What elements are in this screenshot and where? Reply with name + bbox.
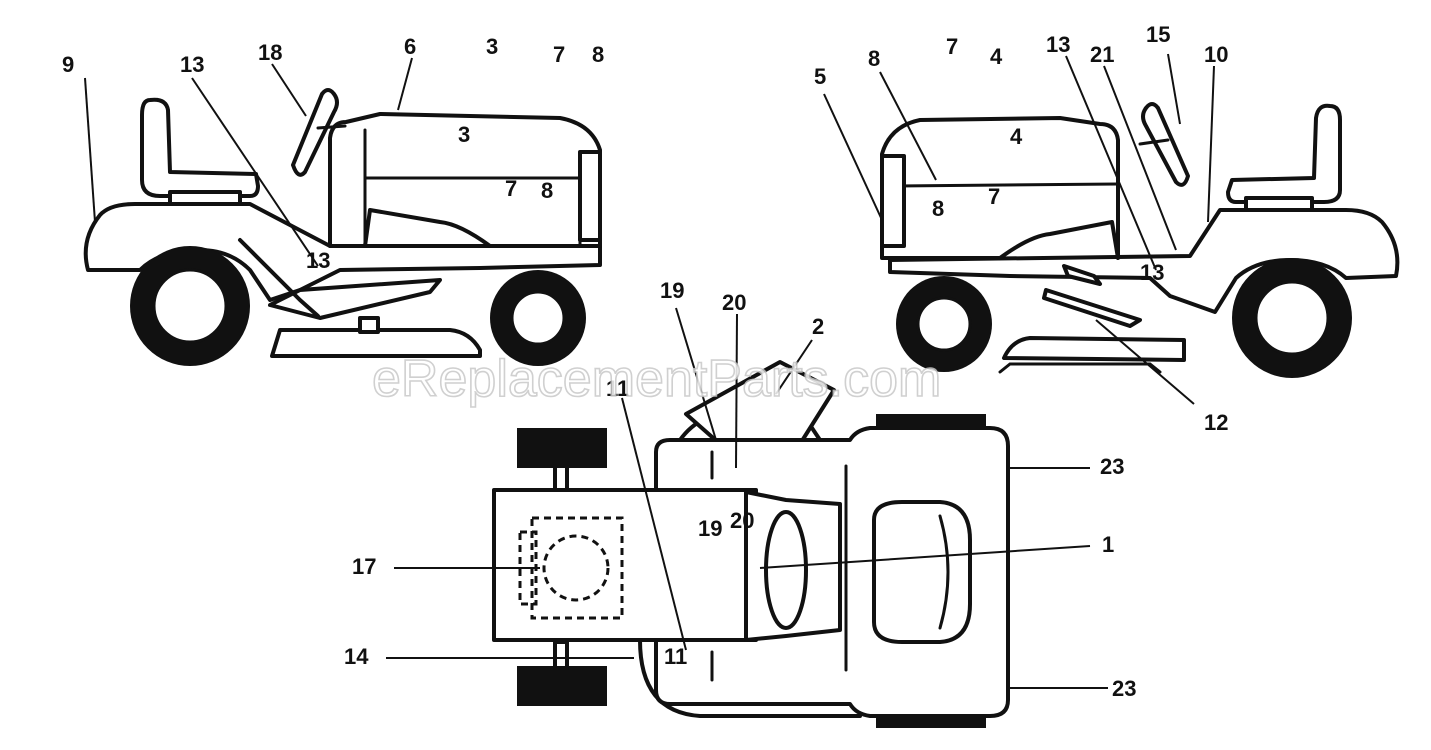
- front-wheel: [490, 270, 586, 366]
- steering-wheel: [291, 88, 347, 177]
- label-13-body: 13: [1140, 260, 1164, 285]
- hood-top: [872, 500, 972, 644]
- tractor-left-side-view: 9 13 18 6 3 7 8 3 7 8 13: [62, 34, 604, 366]
- seat: [1226, 103, 1342, 214]
- mower-deck: [998, 336, 1186, 374]
- label-5: 5: [814, 64, 826, 89]
- label-6: 6: [404, 34, 416, 59]
- hood: [328, 112, 602, 248]
- steering-wheel: [1138, 102, 1190, 187]
- label-7-body: 7: [505, 176, 517, 201]
- label-8-left: 8: [592, 42, 604, 67]
- seat: [140, 97, 260, 208]
- rear-fender-top: [492, 488, 758, 642]
- label-2: 2: [812, 314, 824, 339]
- label-8-right: 8: [868, 46, 880, 71]
- label-18: 18: [258, 40, 282, 65]
- label-19-body: 19: [698, 516, 722, 541]
- label-8-body: 8: [541, 178, 553, 203]
- label-4-body: 4: [1010, 124, 1023, 149]
- label-23-bottom: 23: [1112, 676, 1136, 701]
- label-7-right: 7: [946, 34, 958, 59]
- label-10: 10: [1204, 42, 1228, 67]
- front-wheel: [896, 276, 992, 372]
- label-17: 17: [352, 554, 376, 579]
- label-20: 20: [722, 290, 746, 315]
- label-7-body: 7: [988, 184, 1000, 209]
- hood: [880, 116, 1120, 260]
- label-7-left: 7: [553, 42, 565, 67]
- watermark-text: eReplacementParts.com: [372, 350, 941, 408]
- label-14: 14: [344, 644, 369, 669]
- rear-wheel: [1232, 258, 1352, 378]
- rear-tire-top: [517, 428, 607, 468]
- tractor-top-view: 19 20 2 11 23 1 17 14 23 19 20 11: [344, 278, 1136, 728]
- label-4: 4: [990, 44, 1003, 69]
- label-11: 11: [606, 376, 629, 401]
- label-8-body: 8: [932, 196, 944, 221]
- lift-lever: [1042, 264, 1142, 328]
- label-23-top: 23: [1100, 454, 1124, 479]
- rear-tire-bottom: [517, 666, 607, 706]
- label-3: 3: [486, 34, 498, 59]
- label-20-body: 20: [730, 508, 754, 533]
- label-9: 9: [62, 52, 74, 77]
- label-12: 12: [1204, 410, 1228, 435]
- rear-wheel: [130, 246, 250, 366]
- label-13-right: 13: [1046, 32, 1070, 57]
- label-3-body: 3: [458, 122, 470, 147]
- label-11-body: 11: [664, 644, 687, 669]
- mower-deck: [270, 316, 482, 358]
- tractor-right-side-view: 5 8 7 4 13 21 15 10 12 4 7 8 13: [814, 22, 1400, 435]
- frame-footrest: [238, 238, 442, 320]
- label-13-left: 13: [180, 52, 204, 77]
- label-15: 15: [1146, 22, 1170, 47]
- label-21: 21: [1090, 42, 1114, 67]
- label-1: 1: [1102, 532, 1114, 557]
- label-19: 19: [660, 278, 684, 303]
- label-13-body: 13: [306, 248, 330, 273]
